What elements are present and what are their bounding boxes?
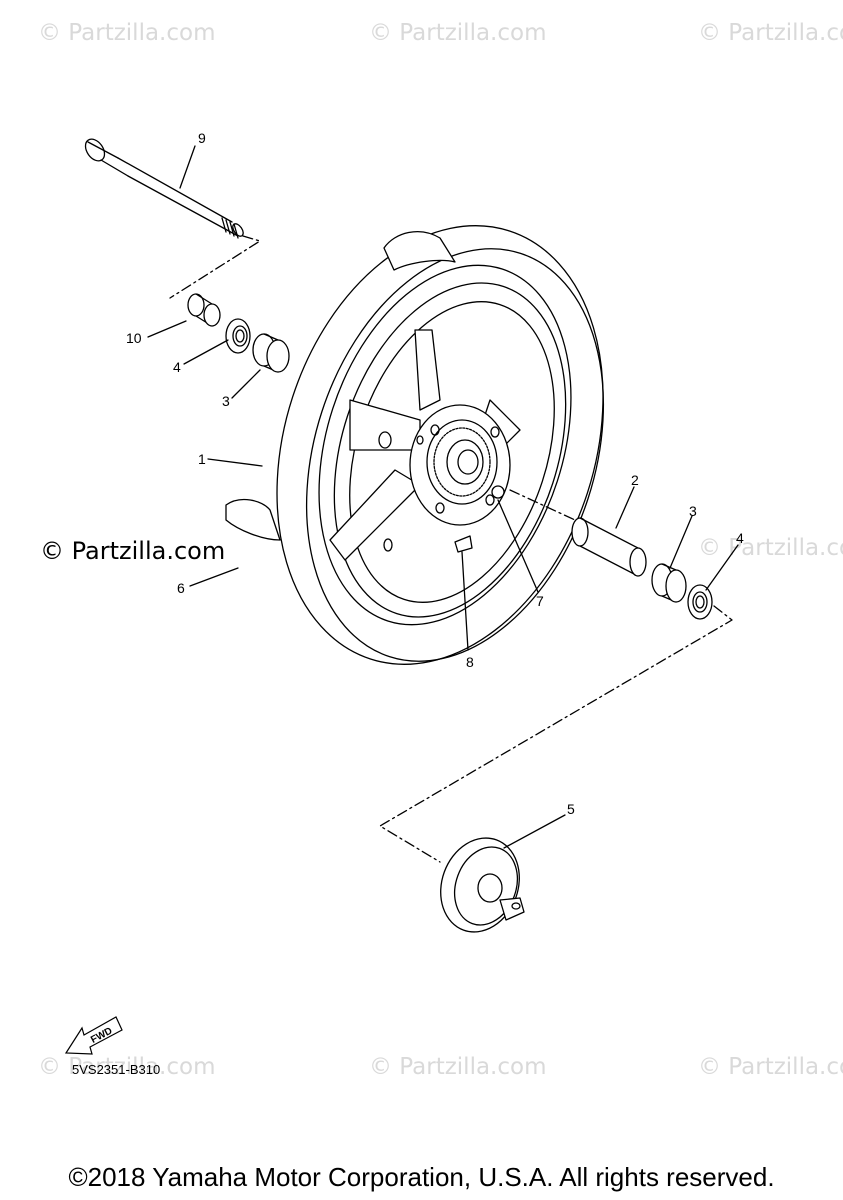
watermark: © Partzilla.com xyxy=(369,1054,547,1080)
watermark: © Partzilla.com xyxy=(38,1054,216,1080)
watermark: © Partzilla.com xyxy=(698,1054,843,1080)
bearing-left-part xyxy=(252,333,290,373)
spacer-part xyxy=(571,517,647,577)
main-watermark: © Partzilla.com xyxy=(40,537,226,565)
callout-3: 3 xyxy=(689,503,697,519)
collar-part xyxy=(187,293,221,327)
axle-part xyxy=(84,138,244,239)
callout-7: 7 xyxy=(536,593,544,609)
callout-10: 10 xyxy=(126,330,142,346)
fwd-label: FWD xyxy=(89,1026,114,1046)
rotor-part xyxy=(440,837,525,933)
callout-2: 2 xyxy=(631,472,639,488)
callout-1: 1 xyxy=(198,451,206,467)
callout-8: 8 xyxy=(466,654,474,670)
copyright-notice: ©2018 Yamaha Motor Corporation, U.S.A. A… xyxy=(68,1162,775,1192)
wheel-part xyxy=(225,225,605,665)
watermark: © Partzilla.com xyxy=(38,20,216,46)
diagram-code: 5VS2351-B310 xyxy=(72,1062,161,1077)
fwd-arrow-icon: FWD xyxy=(64,1016,123,1055)
callout-4: 4 xyxy=(173,359,181,375)
watermark: © Partzilla.com xyxy=(698,535,843,561)
callout-4: 4 xyxy=(736,530,744,546)
watermark: © Partzilla.com xyxy=(369,20,547,46)
oil-seal-left-part xyxy=(225,318,251,354)
callout-5: 5 xyxy=(567,801,575,817)
callout-6: 6 xyxy=(177,580,185,596)
oil-seal-right-part xyxy=(687,584,713,620)
valve-part xyxy=(454,485,505,553)
watermark: © Partzilla.com xyxy=(698,20,843,46)
callout-labels: 9 10 4 3 1 6 2 3 4 7 8 5 xyxy=(126,130,744,817)
callout-9: 9 xyxy=(198,130,206,146)
callout-3: 3 xyxy=(222,393,230,409)
bearing-right-part xyxy=(651,563,687,603)
